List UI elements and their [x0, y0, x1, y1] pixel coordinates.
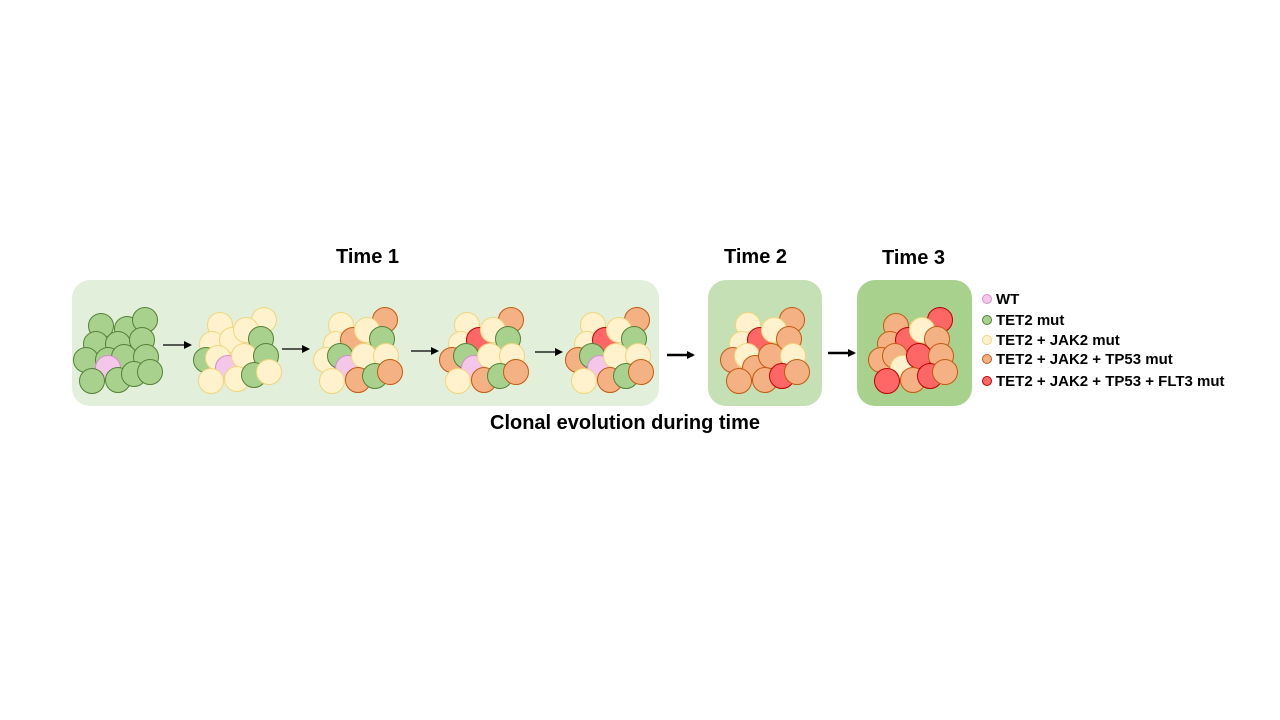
cell-tjp	[377, 359, 403, 385]
time-1-heading: Time 1	[336, 246, 399, 268]
tet2-jak2-swatch-icon	[982, 335, 992, 345]
wt-swatch-icon	[982, 294, 992, 304]
legend-item-tet2-jak2-tp53-flt3: TET2 + JAK2 + TP53 + FLT3 mut	[982, 371, 1225, 391]
cell-t	[79, 368, 105, 394]
legend-label: TET2 + JAK2 + TP53 + FLT3 mut	[996, 372, 1225, 390]
tet2-swatch-icon	[982, 315, 992, 325]
cell-tj	[445, 368, 471, 394]
cluster-time2	[720, 307, 810, 394]
cell-tjpf	[874, 368, 900, 394]
legend-item-wt: WT	[982, 289, 1019, 309]
cluster-time1-stage4	[439, 307, 529, 394]
cell-tjp	[503, 359, 529, 385]
tet2-jak2-tp53-swatch-icon	[982, 354, 992, 364]
legend-item-tet2-jak2-tp53: TET2 + JAK2 + TP53 mut	[982, 349, 1173, 369]
time-3-heading: Time 3	[882, 247, 945, 269]
caption: Clonal evolution during time	[490, 412, 760, 434]
cell-tj	[198, 368, 224, 394]
cluster-time1-stage5	[565, 307, 654, 394]
cell-tj	[571, 368, 597, 394]
legend-label: TET2 + JAK2 + TP53 mut	[996, 350, 1173, 368]
cluster-time1-stage3	[313, 307, 403, 394]
cluster-time1-stage2	[193, 307, 282, 394]
cell-tjp	[726, 368, 752, 394]
cluster-time3	[868, 307, 958, 394]
cell-tjp	[932, 359, 958, 385]
cluster-time1-stage1	[73, 307, 163, 394]
legend-label: WT	[996, 290, 1020, 308]
legend-item-tet2-jak2: TET2 + JAK2 mut	[982, 330, 1120, 350]
cell-tj	[256, 359, 282, 385]
legend-label: TET2 + JAK2 mut	[996, 331, 1120, 349]
cell-tjp	[784, 359, 810, 385]
cell-tj	[319, 368, 345, 394]
cell-t	[137, 359, 163, 385]
cell-tjp	[628, 359, 654, 385]
tet2-jak2-tp53-flt3-swatch-icon	[982, 376, 992, 386]
legend-label: TET2 mut	[996, 311, 1065, 329]
legend-item-tet2: TET2 mut	[982, 310, 1064, 330]
time-2-heading: Time 2	[724, 246, 787, 268]
